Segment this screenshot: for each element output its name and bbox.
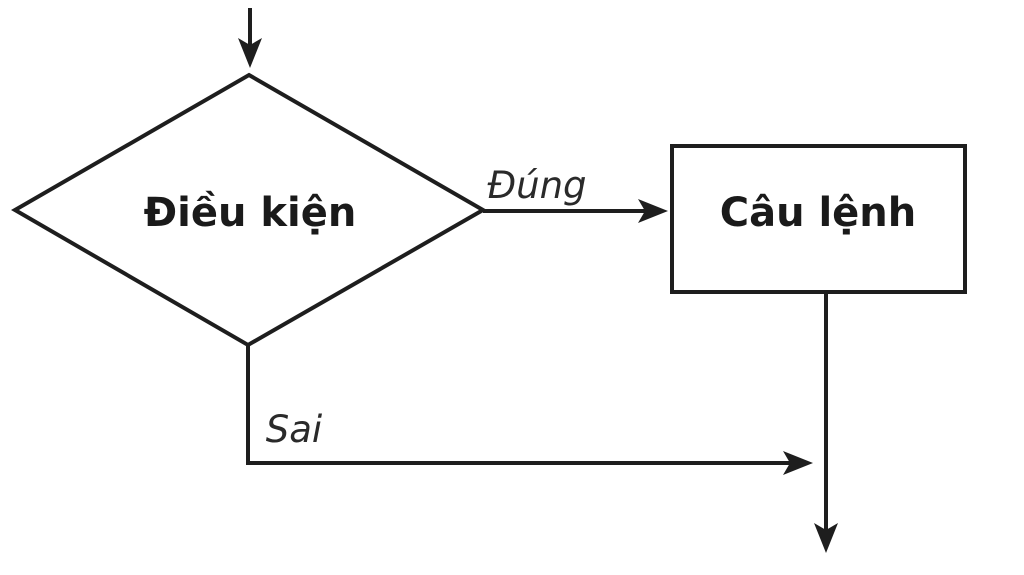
true-branch-arrowhead-icon — [638, 199, 668, 223]
statement-box-shape — [670, 144, 967, 294]
false-branch-label: Sai — [266, 408, 323, 451]
false-branch-arrowhead-icon — [783, 451, 813, 475]
true-branch-label: Đúng — [487, 164, 586, 207]
entry-arrowhead-icon — [238, 38, 262, 68]
statement-label: Câu lệnh — [720, 190, 917, 236]
false-branch-line — [246, 345, 790, 465]
condition-label: Điều kiện — [144, 190, 357, 236]
exit-arrowhead-icon — [814, 523, 838, 553]
